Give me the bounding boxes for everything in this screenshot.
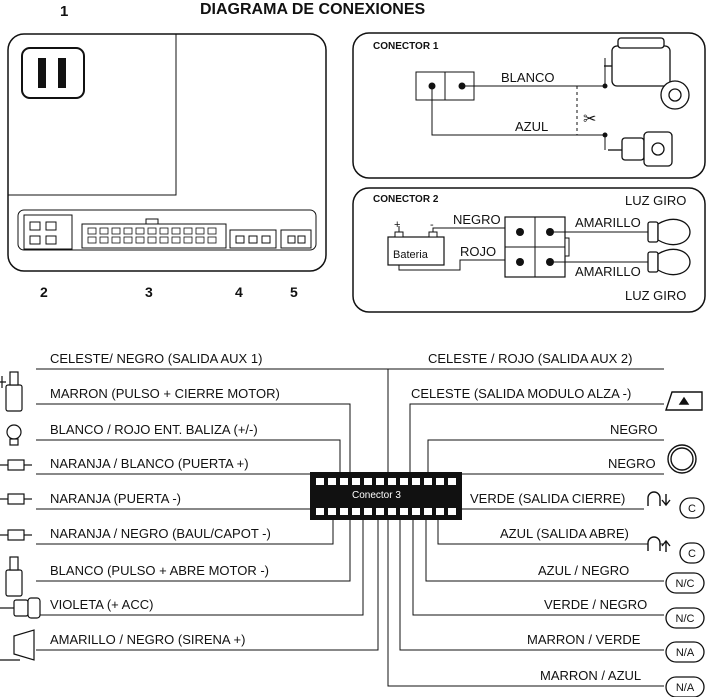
turn-signal-bottom-label: LUZ GIRO [625, 288, 686, 303]
diagram-title: DIAGRAMA DE CONEXIONES [200, 1, 426, 18]
connector2-wire-red: ROJO [460, 244, 496, 259]
battery [387, 236, 445, 266]
left-wire-label: NARANJA / NEGRO (BAUL/CAPOT -) [50, 526, 271, 541]
left-wire-label: VIOLETA (+ ACC) [50, 597, 153, 612]
ignition-icon [0, 597, 41, 619]
left-icons [0, 371, 41, 661]
svg-text:N/A: N/A [676, 647, 695, 659]
right-icons [647, 391, 703, 552]
connector2-panel: CONECTOR 2 LUZ GIRO LUZ GIRO + - Bateria… [352, 187, 706, 313]
right-wire-line [399, 520, 664, 651]
engine-icon [604, 37, 690, 110]
left-wire-line [36, 439, 341, 472]
left-wire-label: CELESTE/ NEGRO (SALIDA AUX 1) [50, 351, 262, 366]
left-wire-label: MARRON (PULSO + CIERRE MOTOR) [50, 386, 280, 401]
right-wire-label: VERDE (SALIDA CIERRE) [470, 491, 625, 506]
svg-text:C: C [688, 548, 696, 560]
left-wire-line [36, 520, 379, 651]
left-wire-line [36, 520, 351, 582]
svg-text:N/C: N/C [676, 613, 695, 625]
turn-signal-top-label: LUZ GIRO [625, 193, 686, 208]
connector3: Conector 3 [310, 472, 462, 520]
trunk-switch-icon [0, 529, 32, 541]
unit-number-2: 2 [40, 284, 48, 300]
connector1-panel: CONECTOR 1 BLANCO AZUL ✂ [352, 32, 706, 179]
turn-bulb-icon [647, 218, 691, 276]
nc-na-badge: N/A [665, 641, 705, 663]
ground-inner-icon [670, 447, 694, 471]
right-wire-line [425, 520, 664, 582]
left-wire-line [36, 520, 364, 616]
svg-text:C: C [688, 503, 696, 515]
siren-icon [0, 629, 35, 661]
left-wire-line [36, 403, 351, 472]
right-wire-line [437, 520, 664, 545]
connector2-wire-yellow-top: AMARILLO [575, 215, 641, 230]
right-wire-line [427, 439, 664, 472]
svg-text:N/A: N/A [676, 682, 695, 694]
c-badge: C [679, 497, 705, 519]
right-wire-label: NEGRO [608, 456, 656, 471]
bulb-icon [6, 424, 22, 446]
right-wire-line [387, 368, 664, 472]
door-switch-minus-icon [0, 493, 32, 505]
unit-number-4: 4 [235, 284, 243, 300]
lock-output-icon [647, 491, 671, 507]
unlock-output-icon [647, 536, 671, 552]
door-switch-plus-icon [0, 459, 32, 471]
left-wire-label: BLANCO / ROJO ENT. BALIZA (+/-) [50, 422, 258, 437]
connector2-title: CONECTOR 2 [373, 194, 439, 205]
left-wire-line [36, 520, 334, 545]
connector2-wire-black: NEGRO [453, 212, 501, 227]
unit-number-5: 5 [290, 284, 298, 300]
starter-icon [608, 131, 673, 167]
right-wire-label: CELESTE (SALIDA MODULO ALZA -) [411, 386, 631, 401]
nc-na-badge: N/C [665, 572, 705, 594]
left-wire-label: BLANCO (PULSO + ABRE MOTOR -) [50, 563, 269, 578]
nc-na-badge: N/C [665, 607, 705, 629]
left-wire-label: NARANJA / BLANCO (PUERTA +) [50, 456, 249, 471]
right-wire-label: AZUL / NEGRO [538, 563, 629, 578]
right-wire-line [409, 403, 664, 472]
battery-minus: - [430, 219, 434, 231]
connector1-title: CONECTOR 1 [373, 41, 439, 52]
connector1-wire-top: BLANCO [501, 70, 554, 85]
c-badge: C [679, 542, 705, 564]
right-wire-line [412, 520, 664, 616]
right-wire-label: VERDE / NEGRO [544, 597, 647, 612]
window-lift-icon [665, 391, 703, 411]
actuator-lock-icon [0, 371, 23, 412]
unit-number-1: 1 [60, 3, 68, 20]
left-wire-label: NARANJA (PUERTA -) [50, 491, 181, 506]
svg-text:N/C: N/C [676, 578, 695, 590]
connector3-label: Conector 3 [352, 490, 401, 501]
connector1-wire-bottom: AZUL [515, 119, 548, 134]
right-wire-line [387, 520, 664, 687]
nc-na-badge: N/A [665, 676, 705, 697]
cut-icon: ✂ [583, 111, 596, 128]
right-wire-label: MARRON / AZUL [540, 668, 641, 683]
right-wire-label: CELESTE / ROJO (SALIDA AUX 2) [428, 351, 632, 366]
connector2-wire-yellow-bottom: AMARILLO [575, 264, 641, 279]
unit-number-3: 3 [145, 284, 153, 300]
left-wire-label: AMARILLO / NEGRO (SIRENA +) [50, 632, 245, 647]
control-unit [7, 33, 327, 272]
battery-plus: + [394, 219, 400, 231]
right-wire-label: MARRON / VERDE [527, 632, 641, 647]
right-wire-label: AZUL (SALIDA ABRE) [500, 526, 629, 541]
battery-label: Bateria [393, 249, 429, 261]
right-wire-line [439, 472, 664, 475]
actuator-unlock-icon [5, 556, 23, 597]
right-wire-label: NEGRO [610, 422, 658, 437]
